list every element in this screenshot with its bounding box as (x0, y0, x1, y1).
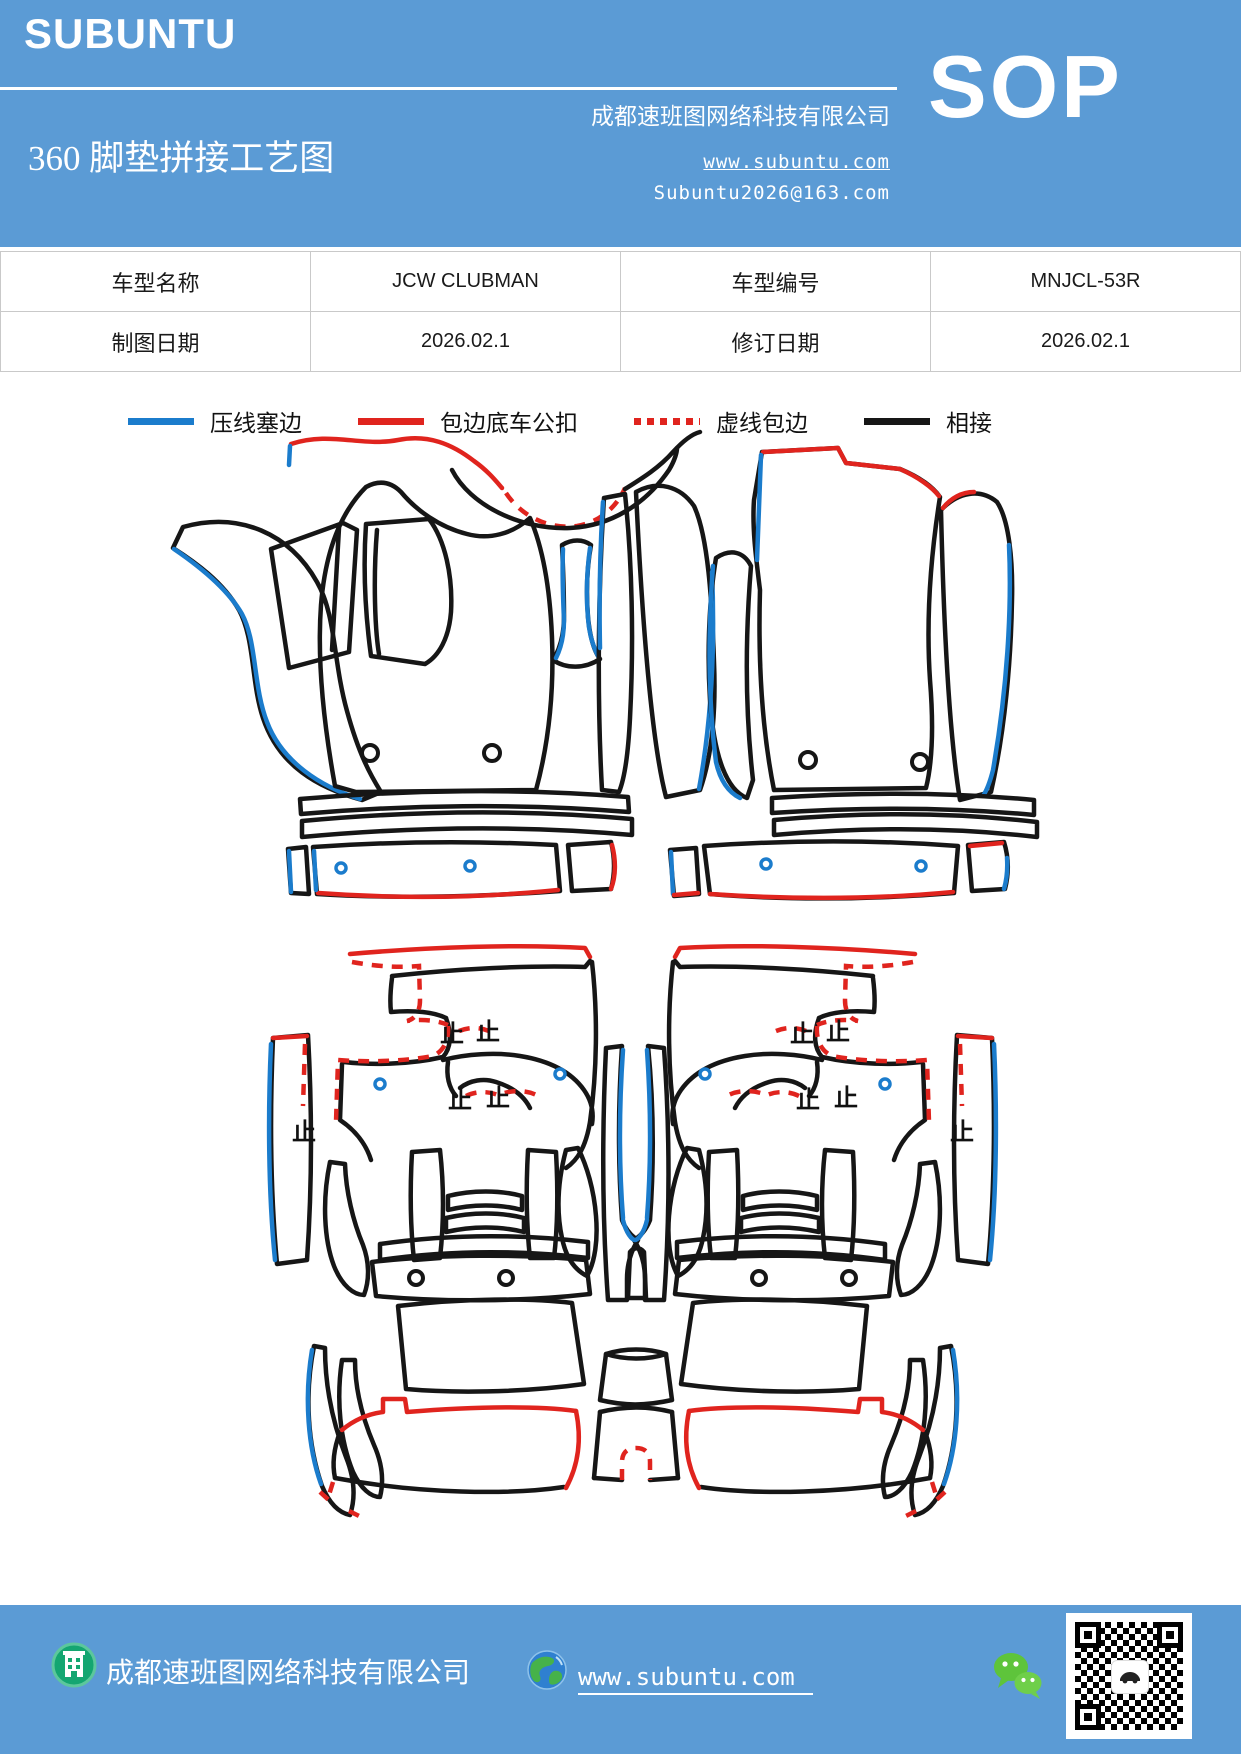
table-row: 制图日期 2026.02.1 修订日期 2026.02.1 (0, 311, 1241, 372)
legend-label: 相接 (946, 411, 992, 436)
vehicle-info-table: 车型名称 JCW CLUBMAN 车型编号 MNJCL-53R 制图日期 202… (0, 251, 1241, 372)
qr-pattern (1075, 1622, 1183, 1730)
legend-item-press-edge: 压线塞边 (128, 404, 302, 438)
stop-mark: 止 (448, 1087, 472, 1114)
stop-mark: 止 (950, 1119, 974, 1146)
line-legend: 压线塞边 包边底车公扣 虚线包边 相接 (128, 404, 992, 438)
qr-center-logo (1111, 1660, 1149, 1694)
qr-code (1066, 1613, 1192, 1739)
header-divider (0, 87, 897, 90)
black-line-swatch (864, 417, 930, 425)
building-icon (51, 1642, 97, 1688)
stop-mark: 止 (440, 1021, 464, 1048)
rear-left-mat-drawing (266, 943, 599, 1520)
stop-mark: 止 (834, 1085, 858, 1112)
revise-date-label: 修订日期 (620, 311, 931, 372)
sop-label: SOP (928, 37, 1123, 136)
stop-mark: 止 (826, 1019, 850, 1046)
qr-finder-icon (1075, 1622, 1101, 1648)
website-link[interactable]: www.subuntu.com (703, 151, 890, 173)
header-banner: SUBUNTU 360 脚垫拼接工艺图 成都速班图网络科技有限公司 www.su… (0, 0, 1241, 247)
legend-item-binding-buckle: 包边底车公扣 (358, 404, 578, 438)
model-name-value: JCW CLUBMAN (310, 251, 621, 312)
draw-date-value: 2026.02.1 (310, 311, 621, 372)
stop-mark: 止 (796, 1087, 820, 1114)
model-code-value: MNJCL-53R (930, 251, 1241, 312)
stop-marks: 止 止 止 止 止 止 止 止 止 止 (292, 1019, 974, 1146)
model-code-label: 车型编号 (620, 251, 931, 312)
stop-mark: 止 (476, 1019, 500, 1046)
center-tunnel-drawing (591, 1043, 681, 1483)
draw-date-label: 制图日期 (0, 311, 311, 372)
red-line-swatch (358, 417, 424, 425)
qr-finder-icon (1075, 1704, 1101, 1730)
page-title: 360 脚垫拼接工艺图 (28, 139, 335, 178)
legend-item-dashed-binding: 虚线包边 (634, 404, 808, 438)
stop-mark: 止 (292, 1119, 316, 1146)
legend-label: 包边底车公扣 (440, 411, 578, 436)
legend-label: 压线塞边 (210, 411, 302, 436)
wechat-icon (994, 1653, 1042, 1699)
qr-finder-icon (1157, 1622, 1183, 1648)
stop-mark: 止 (486, 1085, 510, 1112)
footer-company-name: 成都速班图网络科技有限公司 (106, 1658, 471, 1689)
globe-icon (527, 1650, 567, 1690)
company-name: 成都速班图网络科技有限公司 (591, 104, 890, 129)
stop-mark: 止 (790, 1021, 814, 1048)
front-left-mat-drawing (170, 429, 717, 900)
model-name-label: 车型名称 (0, 251, 311, 312)
red-dashed-swatch (634, 417, 700, 425)
table-row: 车型名称 JCW CLUBMAN 车型编号 MNJCL-53R (0, 251, 1241, 312)
email-address: Subuntu2026@163.com (653, 182, 890, 204)
revise-date-value: 2026.02.1 (930, 311, 1241, 372)
blue-line-swatch (128, 417, 194, 425)
brand-logo: SUBUNTU (24, 10, 237, 57)
front-right-mat-drawing (667, 445, 1040, 901)
legend-item-joint: 相接 (864, 404, 992, 438)
car-icon (1120, 1672, 1140, 1684)
legend-label: 虚线包边 (716, 411, 808, 436)
footer-website-link[interactable]: www.subuntu.com (578, 1663, 813, 1695)
footer-banner: 成都速班图网络科技有限公司 www.subuntu.com (0, 1605, 1241, 1754)
